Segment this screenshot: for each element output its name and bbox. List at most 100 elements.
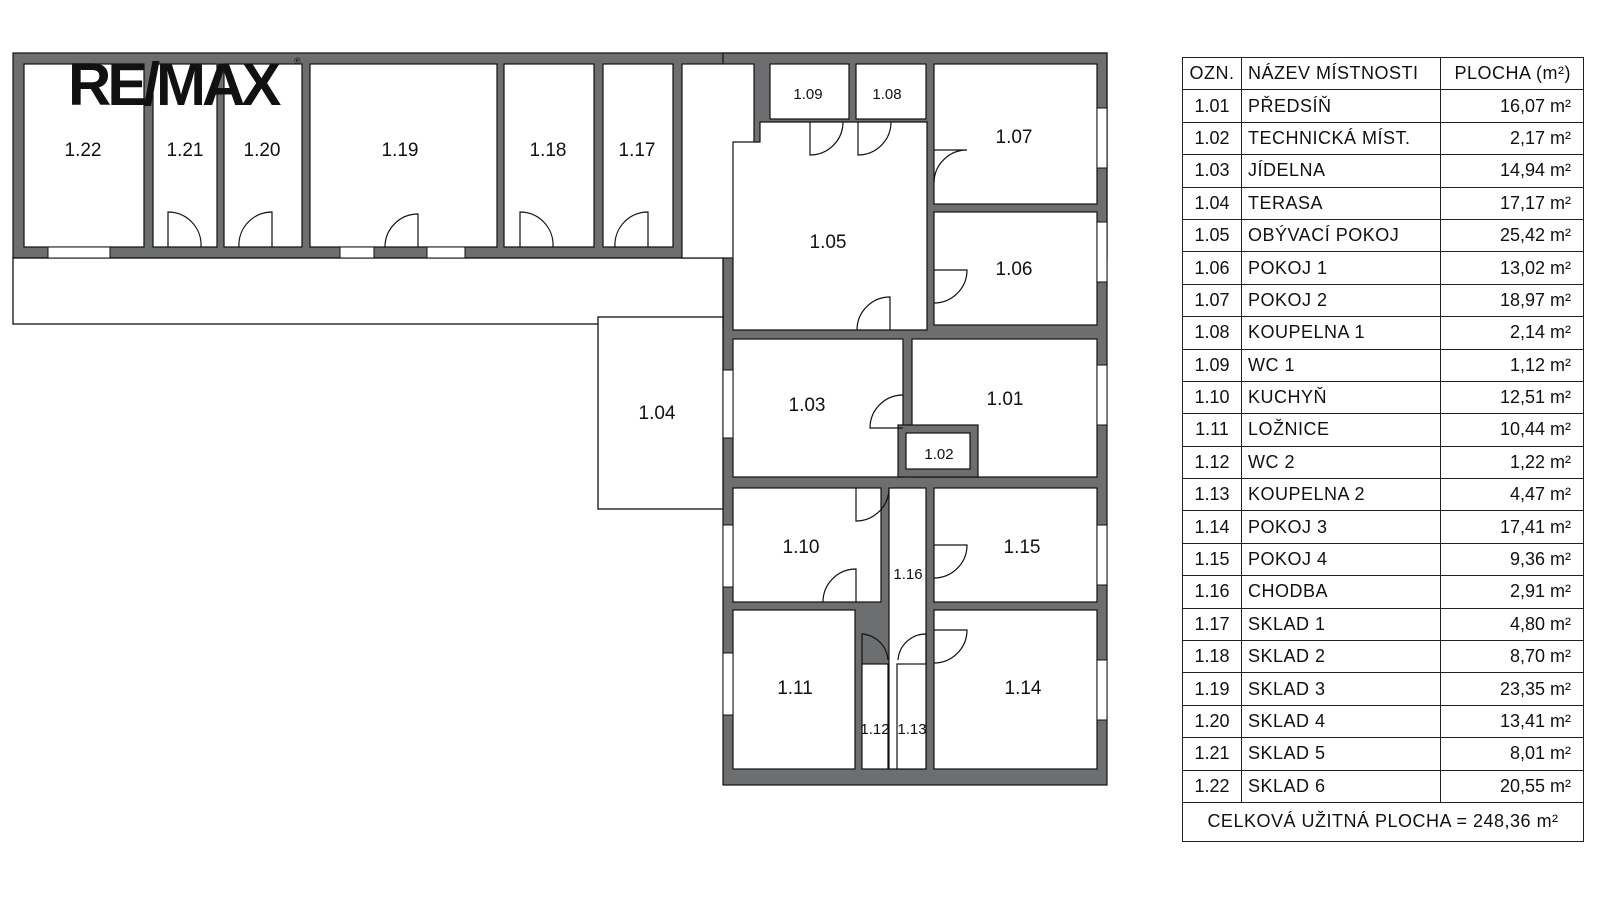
room-1-02: [905, 432, 971, 470]
legend-name: TECHNICKÁ MÍST.: [1241, 121, 1441, 156]
windows: [47, 107, 1108, 721]
room-label: 1.08: [872, 86, 901, 103]
legend-area: 16,07 m²: [1440, 89, 1584, 123]
legend-name: SKLAD 1: [1241, 607, 1441, 642]
legend-area: 2,14 m²: [1440, 316, 1584, 350]
room-label: 1.14: [1005, 678, 1042, 699]
room-label: 1.09: [793, 86, 822, 103]
legend-header-row: OZN. NÁZEV MÍSTNOSTI PLOCHA (m²): [1182, 56, 1584, 91]
room-label: 1.05: [810, 232, 847, 253]
room-1-22: [23, 63, 145, 248]
legend-header-code: OZN.: [1182, 56, 1242, 91]
legend-code: 1.21: [1182, 737, 1242, 771]
legend-code: 1.13: [1182, 478, 1242, 512]
legend-code: 1.05: [1182, 218, 1242, 253]
room-1-11: [732, 609, 856, 770]
room-label: 1.18: [530, 140, 567, 161]
legend-name: POKOJ 1: [1241, 251, 1441, 285]
legend-name: KOUPELNA 2: [1241, 478, 1441, 512]
legend-area: 4,80 m²: [1440, 607, 1584, 642]
remax-logo: RE/MAX ®: [68, 51, 301, 118]
floor-plan: 1.22 1.21 1.20 1.19 1.18 1.17 1.09 1.08 …: [12, 51, 1108, 786]
legend-code: 1.01: [1182, 89, 1242, 123]
legend-name: PŘEDSÍŇ: [1241, 89, 1441, 123]
legend-area: 12,51 m²: [1440, 380, 1584, 415]
legend-area: 13,02 m²: [1440, 251, 1584, 285]
legend-code: 1.16: [1182, 575, 1242, 609]
legend-code: 1.18: [1182, 640, 1242, 674]
room-label: 1.16: [893, 566, 922, 583]
legend-total-row: CELKOVÁ UŽITNÁ PLOCHA = 248,36 m²: [1182, 801, 1584, 842]
room-1-03: [732, 338, 904, 478]
room-label: 1.06: [996, 259, 1033, 280]
legend-header-name: NÁZEV MÍSTNOSTI: [1241, 56, 1441, 91]
legend-area: 17,41 m²: [1440, 510, 1584, 544]
legend-code: 1.19: [1182, 672, 1242, 706]
room-1-17: [602, 63, 674, 248]
room-1-13: [896, 663, 927, 770]
legend-name: SKLAD 4: [1241, 704, 1441, 739]
legend-name: SKLAD 5: [1241, 737, 1441, 771]
paved-strip: [12, 257, 724, 325]
legend-area: 1,12 m²: [1440, 348, 1584, 382]
room-1-20: [223, 63, 303, 248]
room-1-18: [503, 63, 595, 248]
legend-name: WC 2: [1241, 445, 1441, 480]
room-labels: 1.22 1.21 1.20 1.19 1.18 1.17 1.09 1.08 …: [65, 86, 1042, 738]
legend-area: 8,70 m²: [1440, 640, 1584, 674]
legend-total: CELKOVÁ UŽITNÁ PLOCHA = 248,36 m²: [1182, 801, 1584, 842]
legend-area: 2,17 m²: [1440, 121, 1584, 156]
room-label: 1.20: [244, 140, 281, 161]
legend-code: 1.09: [1182, 348, 1242, 382]
legend-name: SKLAD 2: [1241, 640, 1441, 674]
room-label: 1.13: [897, 721, 926, 738]
legend-name: POKOJ 3: [1241, 510, 1441, 544]
room-label: 1.04: [639, 403, 676, 424]
legend-area: 4,47 m²: [1440, 478, 1584, 512]
legend-code: 1.12: [1182, 445, 1242, 480]
legend-name: LOŽNICE: [1241, 413, 1441, 447]
logo-text: RE/MAX: [68, 51, 281, 118]
legend-area: 2,91 m²: [1440, 575, 1584, 609]
legend-code: 1.10: [1182, 380, 1242, 415]
legend-area: 10,44 m²: [1440, 413, 1584, 447]
room-1-09: [769, 63, 850, 120]
room-label: 1.21: [167, 140, 204, 161]
legend-area: 1,22 m²: [1440, 445, 1584, 480]
room-label: 1.11: [777, 678, 813, 699]
door-swings: [167, 121, 968, 664]
legend-area: 18,97 m²: [1440, 283, 1584, 318]
legend-name: KOUPELNA 1: [1241, 316, 1441, 350]
legend-code: 1.07: [1182, 283, 1242, 318]
legend-name: POKOJ 2: [1241, 283, 1441, 318]
legend-name: SKLAD 6: [1241, 769, 1441, 803]
legend-code: 1.08: [1182, 316, 1242, 350]
legend-area: 9,36 m²: [1440, 542, 1584, 577]
legend-code: 1.04: [1182, 186, 1242, 220]
legend-code: 1.15: [1182, 542, 1242, 577]
legend-code: 1.03: [1182, 154, 1242, 188]
legend-code: 1.14: [1182, 510, 1242, 544]
legend-name: TERASA: [1241, 186, 1441, 220]
room-1-05: [732, 121, 928, 331]
